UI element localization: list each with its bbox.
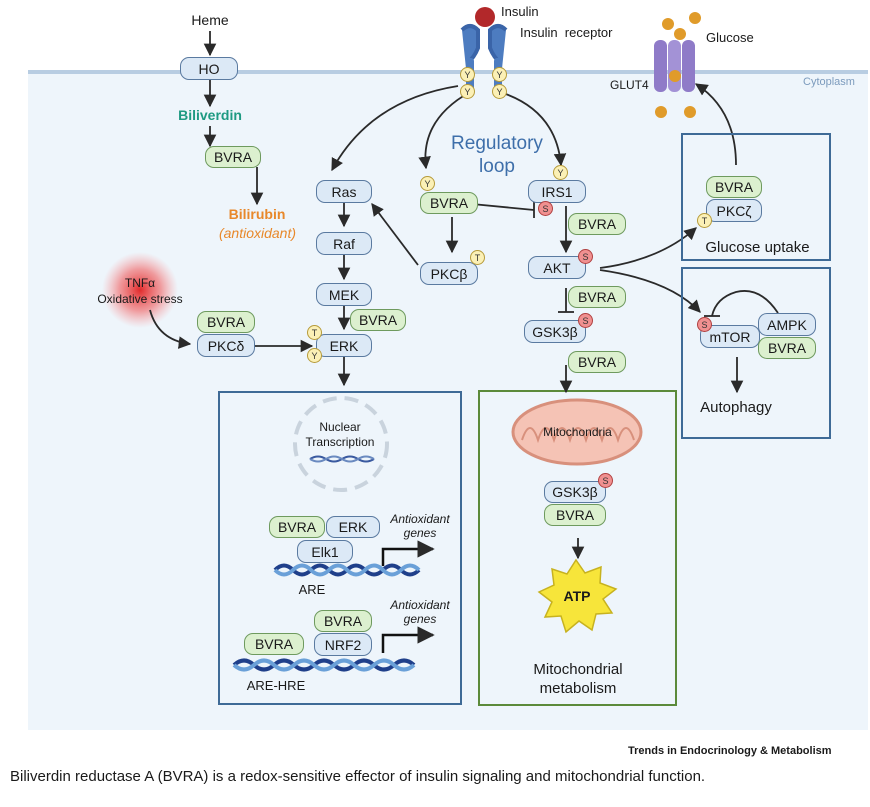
glucose-label: Glucose <box>706 30 754 45</box>
mitochondria-label: Mitochondria <box>543 425 612 439</box>
receptor-y-2: Y <box>492 67 507 82</box>
irs1-node: IRS1 <box>528 180 586 203</box>
transcription-arrow-are <box>381 540 435 566</box>
pkcb-t-badge: T <box>470 250 485 265</box>
receptor-y-1: Y <box>460 67 475 82</box>
glucose-molecules <box>655 12 701 118</box>
are-label: ARE <box>298 582 326 597</box>
bvra-heme-node: BVRA <box>205 146 261 168</box>
mito-metabolism-label: Mitochondrial metabolism <box>533 661 623 697</box>
bvra-nrf2-node: BVRA <box>314 610 372 632</box>
bvra-akt-node: BVRA <box>568 286 626 308</box>
heme-label: Heme <box>191 12 229 28</box>
irs1-s-badge: S <box>538 201 553 216</box>
mitochondrion-icon <box>511 398 643 466</box>
bvra-erk-complex-node: BVRA <box>269 516 325 538</box>
akt-node: AKT <box>528 256 586 279</box>
elk1-node: Elk1 <box>297 540 353 563</box>
bilirubin-label: Bilirubin <box>228 206 286 222</box>
cytoplasm-label: Cytoplasm <box>803 76 855 88</box>
mtor-s-badge: S <box>697 317 712 332</box>
bvra-irs1-node: BVRA <box>568 213 626 235</box>
biliverdin-label: Biliverdin <box>178 107 242 123</box>
bvra-pkcz-node: BVRA <box>706 176 762 198</box>
figure-caption: Biliverdin reductase A (BVRA) is a redox… <box>10 768 706 785</box>
regulatory-loop-label: Regulatory loop <box>451 133 543 177</box>
nuclear-transcription-label: Nuclear Transcription <box>305 420 375 449</box>
erk-nuclear-node: ERK <box>326 516 380 538</box>
nuclear-envelope <box>293 396 389 492</box>
antioxidant-label: (antioxidant) <box>218 225 297 241</box>
ho-node: HO <box>180 57 238 80</box>
glucose-uptake-label: Glucose uptake <box>705 239 810 256</box>
pkcd-node: PKCδ <box>197 334 255 357</box>
pkcz-node: PKCζ <box>706 199 762 222</box>
pathway-arrows <box>149 31 744 560</box>
bvra-loop-node: BVRA <box>420 192 478 214</box>
receptor-y-4: Y <box>492 84 507 99</box>
erk-t-badge: T <box>307 325 322 340</box>
glut4-label: GLUT4 <box>610 78 649 92</box>
antioxidant-genes-label-2: Antioxidant genes <box>390 598 450 626</box>
pkcz-t-badge: T <box>697 213 712 228</box>
bvra-mek-node: BVRA <box>350 309 406 331</box>
ras-node: Ras <box>316 180 372 203</box>
insulin-label: Insulin <box>501 4 539 19</box>
bvra-arehre-node: BVRA <box>244 633 304 655</box>
pkcb-node: PKCβ <box>420 262 478 285</box>
bvra-ampk-node: BVRA <box>758 337 816 359</box>
irs1-y-badge: Y <box>553 165 568 180</box>
bvra-mito-node: BVRA <box>544 504 606 526</box>
stress-glow <box>102 252 178 328</box>
are-hre-label: ARE-HRE <box>246 678 306 693</box>
nrf2-node: NRF2 <box>314 633 372 656</box>
gsk3b-node: GSK3β <box>524 320 586 343</box>
journal-credit: Trends in Endocrinology & Metabolism <box>628 745 832 757</box>
receptor-y-3: Y <box>460 84 475 99</box>
raf-node: Raf <box>316 232 372 255</box>
nuclear-panel <box>218 391 462 705</box>
glucose-uptake-panel <box>681 133 831 261</box>
insulin-icon <box>475 7 495 27</box>
are-dna <box>273 563 421 577</box>
bvra-pkcd-node: BVRA <box>197 311 255 333</box>
atp-burst-icon <box>537 558 618 634</box>
atp-label: ATP <box>563 588 591 604</box>
are-hre-dna <box>232 658 416 672</box>
bvra-loop-y-badge: Y <box>420 176 435 191</box>
autophagy-label: Autophagy <box>700 399 772 416</box>
mtor-node: mTOR <box>700 325 760 348</box>
transcription-arrow-arehre <box>381 626 435 653</box>
antioxidant-genes-label-1: Antioxidant genes <box>390 512 450 540</box>
ampk-node: AMPK <box>758 313 816 336</box>
gsk3b-s-badge: S <box>578 313 593 328</box>
gsk3b-mito-node: GSK3β <box>544 481 606 503</box>
autophagy-panel <box>681 267 831 439</box>
inhibition-arrows <box>471 202 779 317</box>
bvra-gsk-node: BVRA <box>568 351 626 373</box>
akt-s-badge: S <box>578 249 593 264</box>
tnf-label: TNFα <box>124 276 156 290</box>
insulin-receptor-label: Insulin receptor <box>520 25 613 40</box>
gsk3b-mito-s-badge: S <box>598 473 613 488</box>
oxidative-stress-label: Oxidative stress <box>97 292 183 306</box>
erk-y-badge: Y <box>307 348 322 363</box>
mito-panel-border <box>478 390 677 706</box>
glut4-icon <box>654 40 695 92</box>
erk-node: ERK <box>316 334 372 357</box>
mek-node: MEK <box>316 283 372 306</box>
